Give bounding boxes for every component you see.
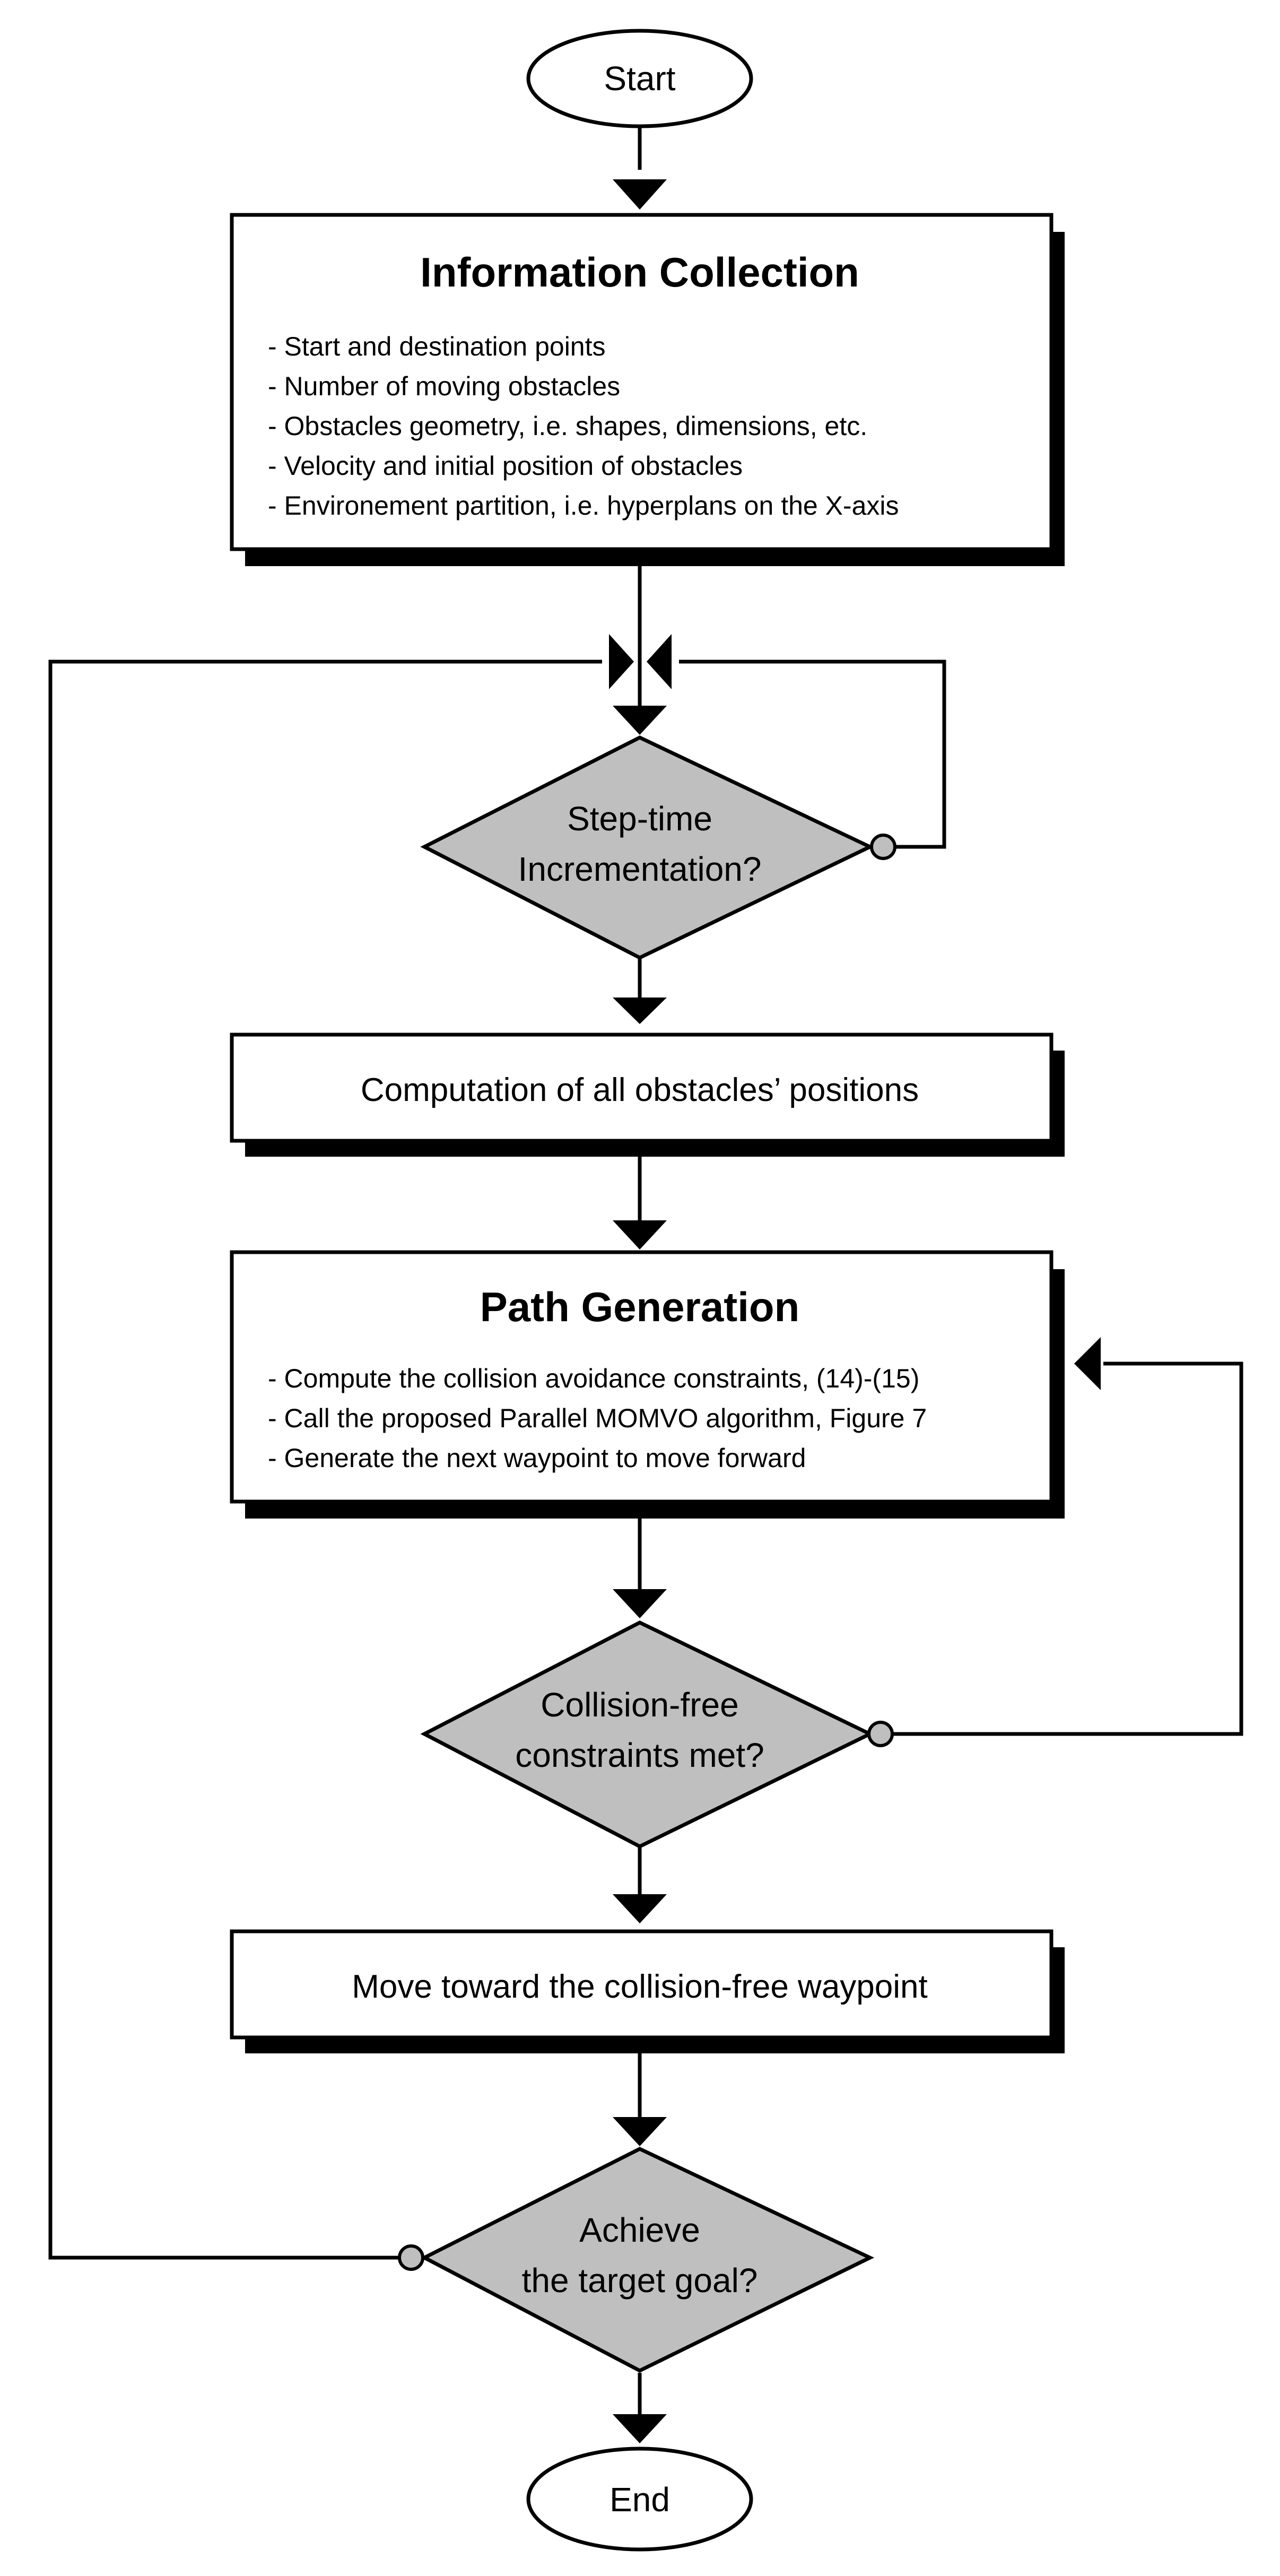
arrowhead-down — [613, 706, 667, 735]
connector-dot — [398, 2244, 424, 2271]
goal-decision: Achieve the target goal? — [398, 2147, 875, 2373]
arrowheads — [609, 179, 1101, 2443]
info-item: - Velocity and initial position of obsta… — [268, 451, 743, 481]
arrowhead-down — [613, 1894, 667, 1923]
arrowhead-down — [613, 179, 667, 210]
arrowhead-down — [613, 998, 667, 1024]
start-label: Start — [604, 59, 675, 98]
arrowhead-down — [613, 2414, 667, 2443]
collision-label-line2: constraints met? — [515, 1736, 764, 1774]
steptime-decision: Step-time Incrementation? — [420, 735, 896, 960]
end-label: End — [609, 2480, 670, 2519]
info-item: - Obstacles geometry, i.e. shapes, dimen… — [268, 411, 867, 441]
end-terminal: End — [526, 2447, 753, 2552]
arrowhead-left — [647, 634, 672, 689]
collision-decision: Collision-free constraints met? — [420, 1620, 894, 1849]
computation-box: Computation of all obstacles’ positions — [230, 1033, 1065, 1157]
path-generation-title: Path Generation — [480, 1283, 799, 1330]
info-item: - Environement partition, i.e. hyperplan… — [268, 491, 899, 521]
goal-label-line1: Achieve — [579, 2211, 700, 2249]
line-goal-loop — [48, 660, 602, 2260]
info-item: - Number of moving obstacles — [268, 371, 620, 401]
move-box: Move toward the collision-free waypoint — [230, 1929, 1065, 2053]
connectors — [48, 124, 1243, 2414]
pathgen-item: - Call the proposed Parallel MOMVO algor… — [268, 1403, 927, 1433]
info-item: - Start and destination points — [268, 332, 606, 361]
arrowhead-down — [613, 2117, 667, 2146]
goal-label-line2: the target goal? — [522, 2261, 758, 2300]
steptime-label-line1: Step-time — [567, 800, 712, 838]
line-collision-loop — [881, 1361, 1243, 1736]
pathgen-item: - Compute the collision avoidance constr… — [268, 1364, 919, 1393]
line-steptime-loop — [679, 660, 946, 849]
pathgen-item: - Generate the next waypoint to move for… — [268, 1443, 806, 1473]
arrowhead-left — [1074, 1337, 1101, 1390]
info-collection-title: Information Collection — [420, 249, 859, 296]
start-terminal: Start — [526, 29, 753, 128]
collision-label-line1: Collision-free — [541, 1686, 738, 1724]
connector-dot — [867, 1721, 894, 1747]
info-collection-box: Information Collection - Start and desti… — [230, 213, 1065, 566]
path-generation-box: Path Generation - Compute the collision … — [230, 1250, 1065, 1519]
arrowhead-down — [613, 1220, 667, 1250]
move-label: Move toward the collision-free waypoint — [352, 1968, 928, 2005]
computation-label: Computation of all obstacles’ positions — [361, 1072, 919, 1108]
arrowhead-right — [609, 634, 634, 689]
connector-dot — [870, 834, 896, 860]
arrowhead-down — [613, 1589, 667, 1618]
steptime-label-line2: Incrementation? — [518, 850, 762, 888]
